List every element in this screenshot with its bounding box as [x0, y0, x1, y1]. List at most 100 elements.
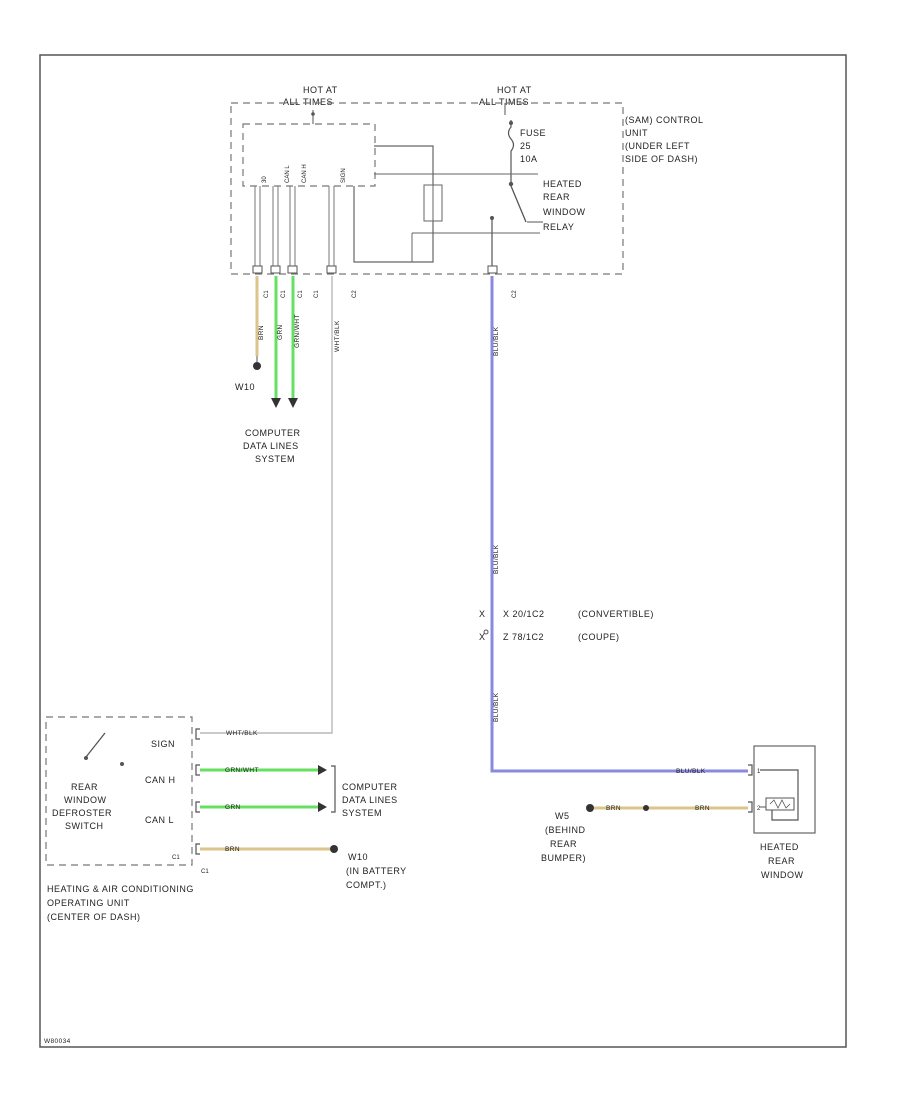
hvac-title-3: (CENTER OF DASH) [47, 912, 141, 922]
connector-c2-left: C2 [352, 290, 358, 298]
wire-label-grn-wht-lower: GRN/WHT [225, 767, 259, 774]
wire-label-brn-w5-1: BRN [606, 805, 621, 812]
wire-label-blu-blk-3: BLU/BLK [493, 692, 500, 722]
defroster-switch-arm [85, 732, 106, 758]
w5-label-2: (BEHIND [545, 825, 586, 835]
splice-code-coupe: Z 78/1C2 [503, 632, 544, 642]
w10-lower-3: COMPT.) [346, 880, 387, 890]
switch-label-2: WINDOW [64, 795, 107, 805]
wire-label-blu-blk-2: BLU/BLK [493, 544, 500, 574]
pin-label-can-h: CAN H [302, 164, 308, 183]
relay-label-3: WINDOW [543, 207, 586, 217]
hvac-pin-sign: SIGN [151, 739, 175, 749]
hvac-title-2: OPERATING UNIT [47, 898, 130, 908]
ground-w5 [586, 804, 594, 812]
fuse-label-3: 10A [520, 154, 538, 164]
hvac-pin-can-l: CAN L [145, 815, 174, 825]
ground-w10-upper [253, 362, 261, 370]
hvac-pin-can-h: CAN H [145, 775, 176, 785]
relay-label-1: HEATED [543, 179, 582, 189]
w5-label-1: W5 [555, 811, 570, 821]
computer-data-lower-brace [331, 765, 336, 813]
computer-data-lower-3: SYSTEM [342, 808, 382, 818]
hvac-connector-c1-a: C1 [172, 855, 180, 861]
rear-window-title-2: REAR [768, 856, 795, 866]
w5-label-4: BUMPER) [541, 853, 586, 863]
sam-title-3: (UNDER LEFT [625, 141, 690, 151]
wire-label-brn-lower: BRN [225, 846, 240, 853]
relay-label-4: RELAY [543, 222, 574, 232]
pin-label-sign: SIGN [341, 168, 347, 183]
relay-label-2: REAR [543, 192, 570, 202]
footer-code: W80034 [44, 1038, 71, 1045]
wire-label-wht-blk-lower: WHT/BLK [226, 730, 258, 737]
wire-blu-blk [490, 276, 748, 773]
w10-lower-1: W10 [348, 852, 368, 862]
switch-label-3: DEFROSTER [52, 808, 112, 818]
wire-label-brn-w5-2: BRN [695, 805, 710, 812]
hvac-title-1: HEATING & AIR CONDITIONING [47, 884, 194, 894]
sam-internal-leads [254, 186, 335, 266]
fuse-label-1: FUSE [520, 128, 546, 138]
connector-c1-d: C1 [314, 290, 320, 298]
pin-label-30: 30 [262, 176, 268, 183]
sam-title-4: SIDE OF DASH) [625, 154, 698, 164]
connector-c1-c: C1 [298, 290, 304, 298]
switch-label-4: SWITCH [65, 821, 104, 831]
arrow-can-h-lower [318, 765, 327, 775]
connector-c1-a: C1 [264, 290, 270, 298]
ground-w10-label: W10 [235, 382, 255, 392]
hot-label-right-2: ALL TIMES [479, 97, 529, 107]
relay-switch-arm [510, 185, 527, 223]
computer-data-upper-3: SYSTEM [255, 454, 295, 464]
sam-title-2: UNIT [625, 128, 648, 138]
wire-label-blu-blk-1: BLU/BLK [493, 326, 500, 356]
splice-letter-1: X [479, 609, 486, 619]
rear-window-pin-2: 2 [757, 806, 761, 812]
ground-w10-lower [330, 845, 338, 853]
splice-variant-convertible: (CONVERTIBLE) [578, 609, 654, 619]
computer-data-upper-2: DATA LINES [243, 441, 299, 451]
computer-data-upper-1: COMPUTER [245, 428, 301, 438]
arrow-can-l-upper [271, 398, 281, 408]
connector-c1-b: C1 [281, 290, 287, 298]
sam-connector-pins [252, 265, 498, 274]
wire-wht-blk [200, 276, 333, 734]
wire-label-grn-lower: GRN [225, 804, 241, 811]
splice-variant-coupe: (COUPE) [578, 632, 620, 642]
wire-label-blu-blk-rear: BLU/BLK [676, 768, 706, 775]
connector-c2-right: C2 [512, 290, 518, 298]
hot-label-left-1: HOT AT [303, 85, 338, 95]
fuse-symbol [507, 120, 515, 160]
heater-element [760, 769, 799, 821]
sam-control-unit-box [230, 102, 624, 275]
arrow-can-h-upper [288, 398, 298, 408]
rear-window-title-1: HEATED [760, 842, 799, 852]
hot-label-left-2: ALL TIMES [283, 97, 333, 107]
wire-label-brn-upper: BRN [258, 325, 265, 340]
w5-label-3: REAR [550, 839, 577, 849]
rear-window-title-3: WINDOW [761, 870, 804, 880]
splice-letter-2: X [479, 632, 486, 642]
arrow-can-l-lower [318, 802, 327, 812]
switch-label-1: REAR [71, 782, 98, 792]
fuse-label-2: 25 [520, 141, 531, 151]
sam-title-1: (SAM) CONTROL [625, 115, 704, 125]
wire-label-grn-upper: GRN [277, 324, 284, 340]
wire-label-grn-wht-upper: GRN/WHT [294, 314, 301, 348]
relay-coil-box [353, 145, 434, 263]
wire-label-wht-blk-upper: WHT/BLK [334, 320, 341, 352]
pin-label-can-l: CAN L [285, 165, 291, 183]
hvac-connector-brackets [195, 728, 200, 855]
splice-code-convertible: X 20/1C2 [503, 609, 545, 619]
w10-lower-2: (IN BATTERY [346, 866, 407, 876]
sam-inner-module-box [242, 123, 376, 187]
hot-label-right-1: HOT AT [497, 85, 532, 95]
hvac-operating-unit-box [45, 716, 193, 866]
hvac-connector-c1-b: C1 [201, 869, 209, 875]
rear-window-pin-1: 1 [757, 769, 761, 775]
computer-data-lower-1: COMPUTER [342, 782, 398, 792]
computer-data-lower-2: DATA LINES [342, 795, 398, 805]
diagram-border [39, 54, 847, 1048]
